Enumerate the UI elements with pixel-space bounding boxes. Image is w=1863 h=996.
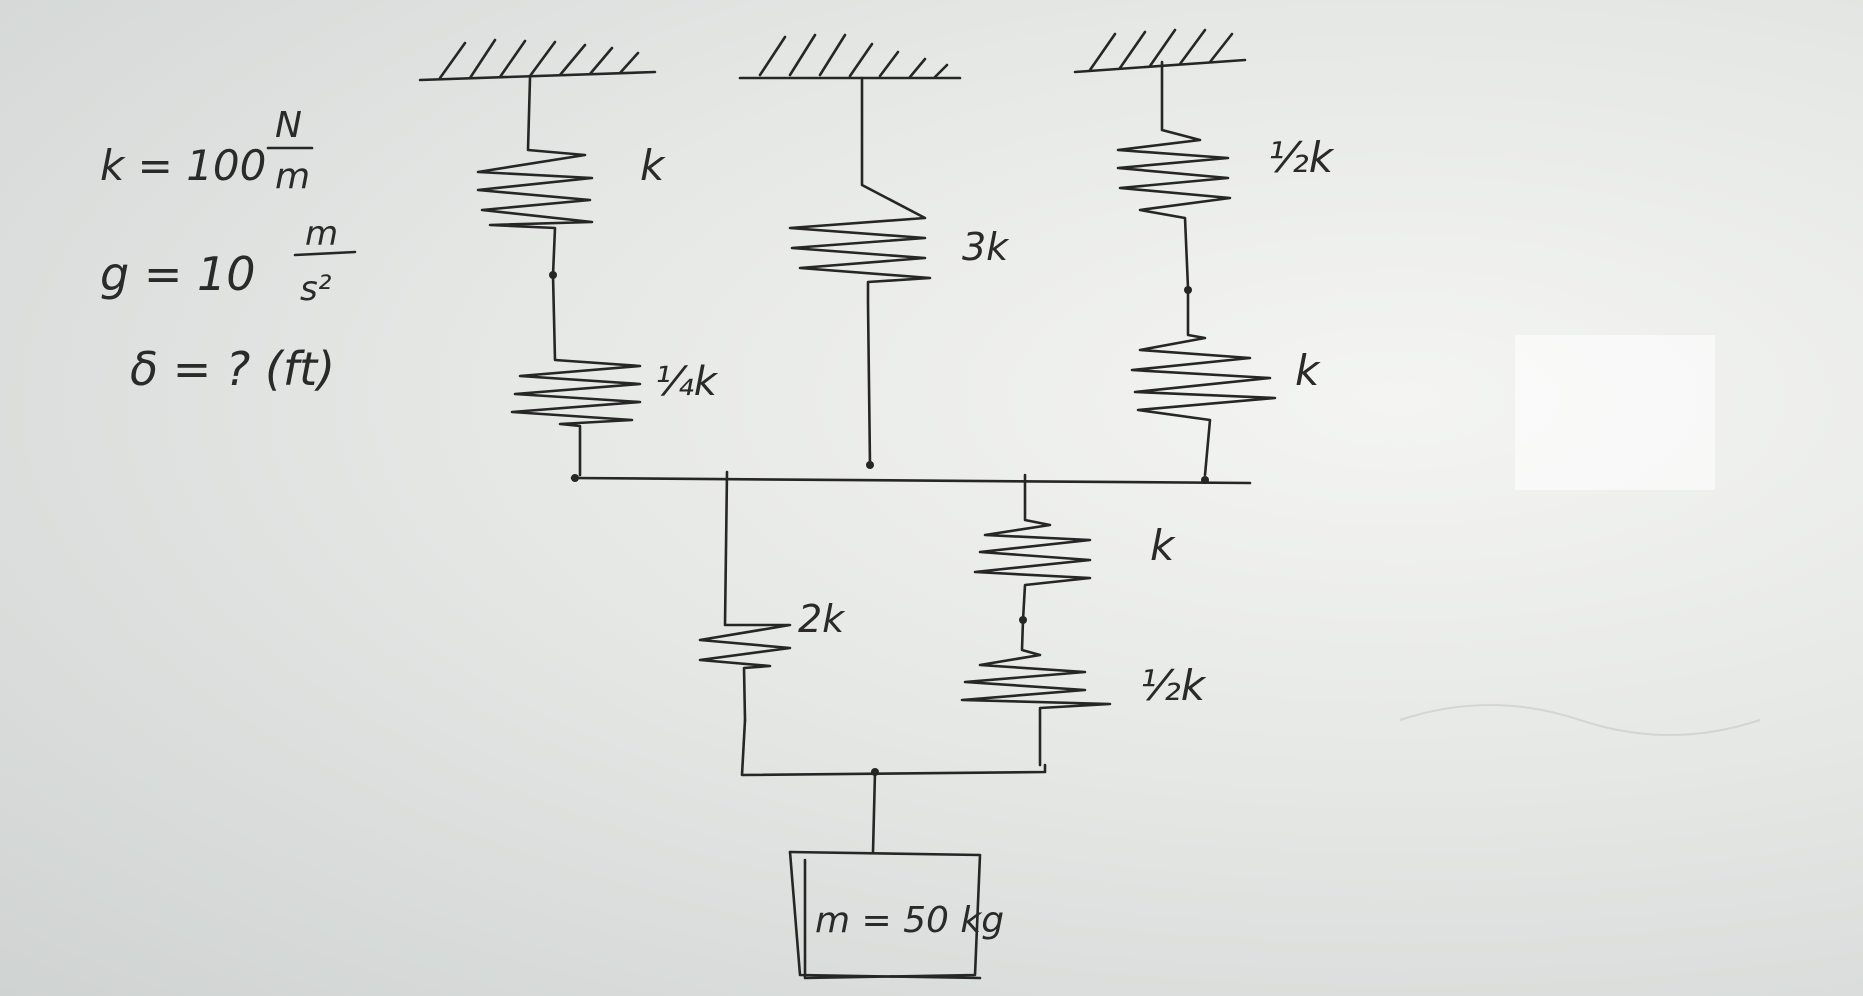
given-g-unit-numerator: m: [305, 214, 338, 254]
label-spring-mid-left: ¼k: [655, 359, 719, 405]
ceiling-right: [1073, 28, 1247, 74]
given-g-unit-denominator: s²: [300, 269, 332, 309]
spring-mid-left: [510, 273, 642, 477]
label-spring-lower-left: 2k: [798, 597, 846, 641]
mass-block: [788, 850, 982, 980]
spring-center: [788, 76, 932, 467]
label-spring-top-right: ½k: [1268, 133, 1335, 182]
given-g-value: g = 10: [100, 247, 256, 301]
given-g-unit-fraction-bar: [293, 250, 357, 257]
given-deflection-question: δ = ? (ft): [130, 342, 335, 396]
spring-lower-right-bottom: [960, 618, 1112, 767]
given-k-value: k = 100: [100, 141, 266, 190]
node-lower-bar: [871, 768, 879, 776]
node-center: [866, 461, 874, 469]
mass-label: m = 50 kg: [815, 900, 1004, 941]
spring-top-left: [476, 76, 594, 277]
lower-connecting-bar: [740, 718, 1047, 777]
label-spring-mid-right: k: [1295, 346, 1321, 395]
label-spring-lower-right-top: k: [1150, 521, 1176, 570]
label-spring-center: 3k: [962, 225, 1010, 269]
spring-top-right: [1116, 60, 1232, 290]
label-spring-lower-right-bottom: ½k: [1140, 661, 1207, 710]
spring-mid-right: [1130, 288, 1277, 477]
window-glare-reflection: [1515, 335, 1715, 490]
upper-connecting-bar: [570, 476, 1252, 485]
node-left-bar: [571, 474, 579, 482]
ghost-oval-erased: [1399, 704, 1761, 736]
given-k-unit-denominator: m: [275, 156, 310, 197]
mass-hanger-rod: [871, 770, 877, 854]
ceiling-left: [418, 38, 657, 82]
spring-lower-right-top: [973, 473, 1092, 622]
ceiling-center: [738, 33, 962, 80]
label-spring-top-left: k: [640, 141, 666, 190]
spring-lower-left: [698, 470, 792, 722]
given-k-unit-numerator: N: [275, 105, 302, 146]
